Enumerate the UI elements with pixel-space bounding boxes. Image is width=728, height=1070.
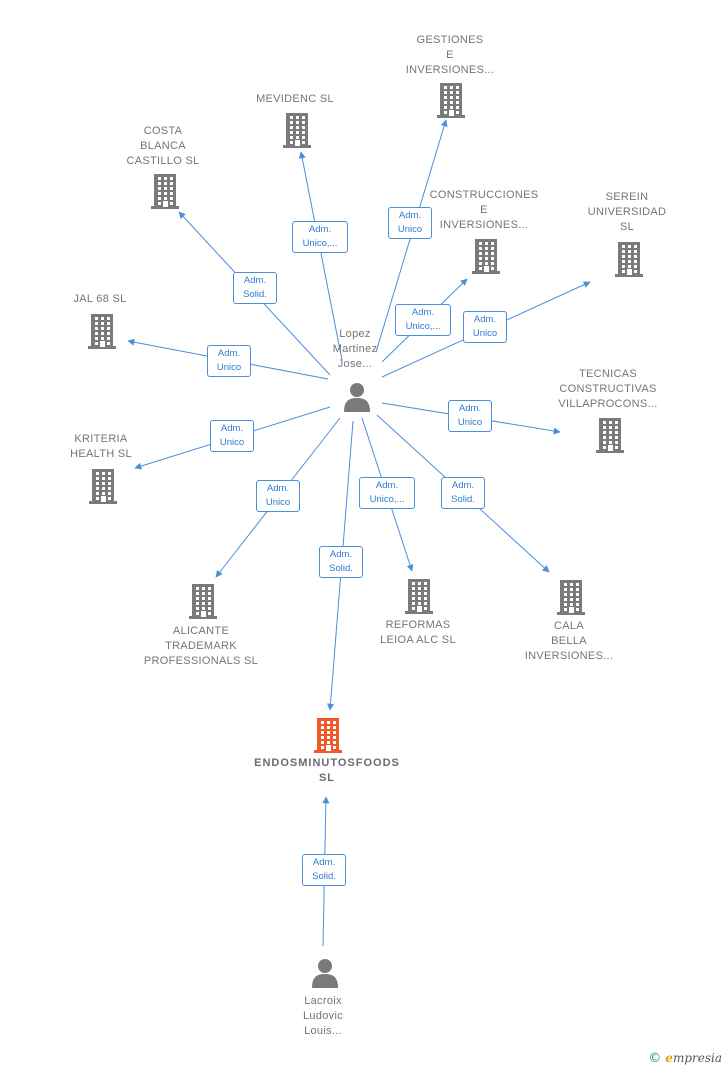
role-line: Unico — [457, 417, 483, 428]
role-line: Adm. — [473, 314, 497, 325]
role-line: Solid. — [312, 871, 336, 882]
role-line: Unico — [397, 224, 423, 235]
role-line: Adm. — [398, 210, 422, 221]
role-badge-tecnicas[interactable]: Adm. Unico — [448, 400, 492, 432]
role-line: Adm. — [217, 348, 241, 359]
role-badge-construcciones[interactable]: Adm. Unico,... — [395, 304, 451, 336]
role-line: Adm. — [266, 483, 290, 494]
node-label-construcciones[interactable]: CONSTRUCCIONES E INVERSIONES... — [429, 188, 539, 231]
building-icon[interactable] — [188, 583, 218, 624]
role-line: Adm. — [458, 403, 482, 414]
role-badge-endos[interactable]: Adm. Solid. — [319, 546, 363, 578]
role-line: Adm. — [375, 480, 399, 491]
role-badge-jal68[interactable]: Adm. Unico — [207, 345, 251, 377]
role-line: Unico — [216, 362, 242, 373]
building-icon[interactable] — [614, 241, 644, 282]
node-label-gestiones[interactable]: GESTIONES E INVERSIONES... — [405, 33, 495, 76]
role-badge-costa[interactable]: Adm. Solid. — [233, 272, 277, 304]
role-line: Solid. — [451, 494, 475, 505]
role-badge-mevidenc[interactable]: Adm. Unico,... — [292, 221, 348, 253]
node-label-tecnicas[interactable]: TECNICAS CONSTRUCTIVAS VILLAPROCONS... — [558, 367, 658, 410]
node-label-lopez[interactable]: Lopez Martinez Jose... — [332, 327, 378, 370]
brand-initial: e — [665, 1051, 673, 1065]
role-line: Unico — [472, 328, 498, 339]
building-icon[interactable] — [436, 82, 466, 123]
role-line: Unico,... — [405, 321, 441, 332]
role-line: Unico — [265, 497, 291, 508]
node-label-kriteria[interactable]: KRITERIA HEALTH SL — [70, 433, 132, 460]
role-badge-endos-lacroix[interactable]: Adm. Solid. — [302, 854, 346, 886]
person-icon[interactable] — [310, 958, 340, 993]
building-icon[interactable] — [87, 313, 117, 354]
role-badge-gestiones[interactable]: Adm. Unico — [388, 207, 432, 239]
role-line: Adm. — [243, 275, 267, 286]
building-icon[interactable] — [282, 112, 312, 153]
role-line: Adm. — [451, 480, 475, 491]
empresia-brand: ©empresia — [648, 1051, 722, 1066]
role-badge-alicante[interactable]: Adm. Unico — [256, 480, 300, 512]
building-icon[interactable] — [595, 417, 625, 458]
node-label-reformas[interactable]: REFORMAS LEIOA ALC SL — [380, 619, 456, 646]
role-line: Unico,... — [369, 494, 405, 505]
role-line: Solid. — [243, 289, 267, 300]
building-icon[interactable] — [471, 238, 501, 279]
role-line: Adm. — [329, 549, 353, 560]
role-badge-serein[interactable]: Adm. Unico — [463, 311, 507, 343]
node-label-costa[interactable]: COSTA BLANCA CASTILLO SL — [126, 124, 200, 167]
node-label-endos[interactable]: ENDOSMINUTOSFOODS SL — [254, 757, 400, 784]
person-icon[interactable] — [342, 382, 372, 417]
role-line: Solid. — [329, 563, 353, 574]
role-line: Adm. — [220, 423, 244, 434]
building-icon[interactable] — [556, 579, 586, 620]
role-line: Adm. — [411, 307, 435, 318]
role-badge-kriteria[interactable]: Adm. Unico — [210, 420, 254, 452]
copyright-icon: © — [648, 1051, 662, 1066]
edge-lopez-mevidenc — [298, 151, 343, 361]
building-icon[interactable] — [313, 717, 343, 758]
role-badge-reformas[interactable]: Adm. Unico,... — [359, 477, 415, 509]
brand-name: mpresia — [672, 1051, 722, 1065]
node-label-lacroix[interactable]: Lacroix Ludovic Louis... — [302, 994, 343, 1037]
role-line: Adm. — [312, 857, 336, 868]
node-label-cala[interactable]: CALA BELLA INVERSIONES... — [524, 619, 614, 662]
node-label-alicante[interactable]: ALICANTE TRADEMARK PROFESSIONALS SL — [143, 624, 259, 667]
building-icon[interactable] — [404, 578, 434, 619]
role-line: Adm. — [308, 224, 332, 235]
role-line: Unico — [219, 437, 245, 448]
building-icon[interactable] — [150, 173, 180, 214]
role-badge-cala[interactable]: Adm. Solid. — [441, 477, 485, 509]
node-label-mevidenc[interactable]: MEVIDENC SL — [256, 92, 334, 105]
role-line: Unico,... — [302, 238, 338, 249]
node-label-serein[interactable]: SEREIN UNIVERSIDAD SL — [587, 190, 667, 233]
node-label-jal68[interactable]: JAL 68 SL — [73, 292, 127, 305]
building-icon[interactable] — [88, 468, 118, 509]
